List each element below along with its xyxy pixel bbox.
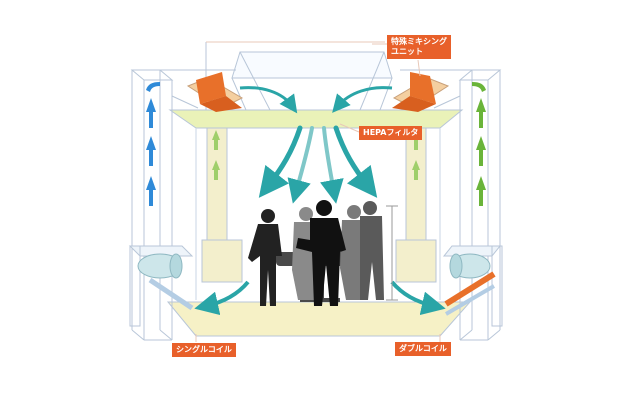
double-coil-unit: [442, 245, 503, 327]
floor: [166, 301, 472, 337]
surgeon-left: [248, 209, 282, 306]
single-coil-label: シングルコイル: [172, 343, 236, 357]
floor-arrow-right: [390, 280, 446, 316]
iv-stand: [386, 205, 398, 301]
callout-leaders: [195, 43, 441, 342]
room-walls: [195, 128, 441, 300]
floor-arrow-left: [194, 280, 250, 316]
single-coil-unit: [128, 245, 194, 327]
mixing-unit-label: 特殊ミキシング ユニット: [387, 35, 451, 59]
supply-arrows: [258, 125, 378, 204]
double-coil-label: ダブルコイル: [395, 342, 451, 356]
right-return-arrows: [472, 82, 486, 206]
right-mixing-unit: [392, 72, 450, 112]
left-pillar: [201, 127, 243, 283]
upper-frame: [160, 69, 472, 109]
hepa-filter-label: HEPAフィルタ: [359, 126, 423, 140]
recirc-arrow-left: [239, 86, 298, 114]
left-return-arrows: [146, 82, 160, 206]
surgeon-center: [296, 200, 346, 306]
left-mixing-unit: [186, 72, 244, 112]
surgeon-back-right: [360, 201, 384, 300]
right-pillar: [395, 127, 437, 283]
recirc-arrow-right: [332, 86, 393, 113]
